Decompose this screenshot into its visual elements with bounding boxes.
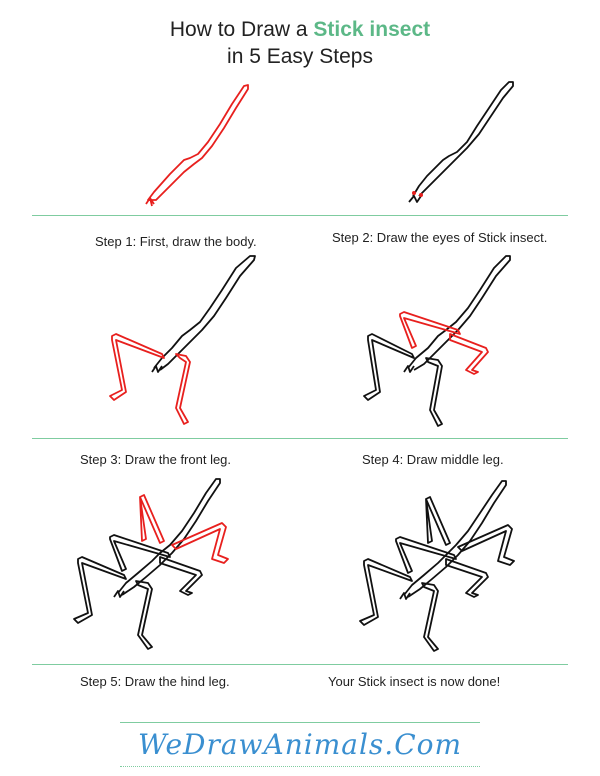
step-5-caption: Step 5: Draw the hind leg. [80,674,230,689]
step-1-drawing [145,84,249,207]
section-divider [32,664,568,665]
step-3-drawing [109,255,256,425]
page-title-line-1: How to Draw a Stick insect [0,16,600,44]
step-2-drawing [408,81,514,203]
step-2-caption: Step 2: Draw the eyes of Stick insect. [332,230,548,245]
title-accent: Stick insect [313,18,431,41]
logo-bottom-line [120,766,480,767]
step-4-drawing [363,255,511,427]
step-6-drawing [359,480,515,652]
section-divider [32,215,568,216]
eye-dot-icon [419,193,423,197]
site-logo: WeDrawAnimals.Com [120,722,480,770]
step-1-caption: Step 1: First, draw the body. [95,234,257,249]
step-5-drawing [73,478,229,650]
step-6-caption: Your Stick insect is now done! [328,674,501,689]
logo-top-line [120,722,480,723]
eye-dot-icon [412,191,416,195]
title-prefix: How to Draw a [169,18,314,41]
logo-text: WeDrawAnimals.Com [137,728,463,761]
step-3-caption: Step 3: Draw the front leg. [80,452,232,467]
section-divider [32,438,568,439]
step-4-caption: Step 4: Draw middle leg. [362,452,504,467]
page-title-line-2: in 5 Easy Steps [227,45,373,68]
